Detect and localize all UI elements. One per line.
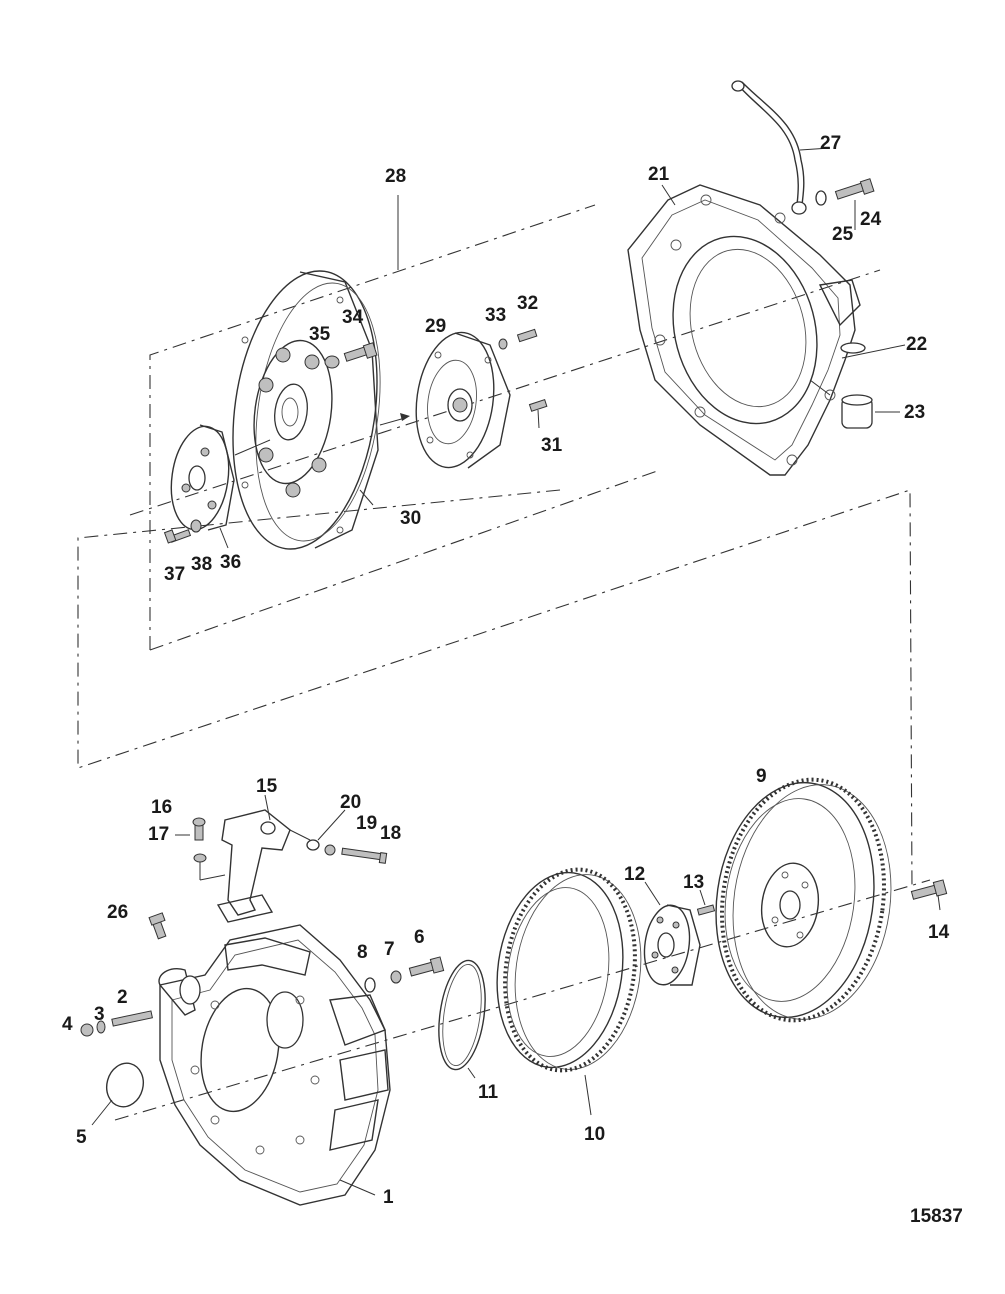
callout-22: 22	[906, 334, 927, 355]
callout-8: 8	[357, 942, 368, 963]
callout-28: 28	[385, 166, 406, 187]
callout-7: 7	[384, 939, 395, 960]
washer-33	[498, 338, 508, 350]
callout-34: 34	[342, 307, 364, 328]
callout-35: 35	[309, 324, 331, 345]
bolt-32	[516, 328, 538, 343]
callout-37: 37	[164, 564, 185, 585]
callout-3: 3	[94, 1004, 105, 1025]
callout-10: 10	[584, 1124, 605, 1145]
seal-5	[106, 1062, 144, 1108]
bolt-34	[343, 342, 378, 362]
callout-20: 20	[340, 792, 361, 813]
callout-13: 13	[683, 872, 704, 893]
callout-12: 12	[624, 864, 645, 885]
callout-6: 6	[414, 927, 425, 948]
o-ring-11	[438, 959, 486, 1071]
bolt-26	[148, 912, 167, 940]
callout-19: 19	[356, 813, 377, 834]
washer-19	[324, 844, 336, 856]
callout-30: 30	[400, 508, 421, 529]
bolt-6	[408, 956, 445, 977]
clip-22	[840, 342, 866, 354]
loop-line	[77, 489, 913, 891]
leader-lines	[91, 147, 941, 1196]
callout-labels: 1 2 3 4 5 6 7 8 9 10 11 12 13 14 15 16 1…	[62, 133, 950, 1208]
bolt-16	[192, 817, 206, 841]
adapter-29	[415, 331, 511, 469]
callout-25: 25	[832, 224, 854, 245]
washer-25	[815, 190, 827, 206]
callout-15: 15	[256, 776, 278, 797]
bolt-37	[163, 529, 192, 544]
callout-38: 38	[191, 554, 212, 575]
ring-gear-10	[496, 867, 642, 1073]
washer-38	[190, 519, 202, 533]
callout-32: 32	[517, 293, 538, 314]
bell-housing-21	[627, 184, 861, 476]
callout-17: 17	[148, 824, 169, 845]
callout-23: 23	[904, 402, 925, 423]
callout-31: 31	[541, 435, 563, 456]
washer-8	[364, 977, 376, 993]
ground-cable-27	[731, 80, 807, 215]
arrow-to-29	[379, 417, 406, 426]
dowel-13	[696, 904, 716, 916]
callout-24: 24	[860, 209, 882, 230]
assembly-28-boundary	[149, 195, 661, 651]
callout-11: 11	[478, 1082, 499, 1103]
callout-16: 16	[151, 797, 172, 818]
axis-lines	[114, 269, 931, 1121]
damper-plate-30	[232, 270, 410, 550]
callout-4: 4	[62, 1014, 73, 1035]
callout-9: 9	[756, 766, 767, 787]
callout-21: 21	[648, 164, 670, 185]
bolt-24	[834, 178, 875, 200]
mount-bracket-15	[216, 809, 291, 923]
spacer-12	[643, 904, 701, 986]
figure-number: 15837	[910, 1206, 963, 1227]
bolt-31	[528, 399, 548, 412]
washer-3	[96, 1020, 106, 1034]
stud-2	[111, 1010, 153, 1027]
callout-5: 5	[76, 1127, 87, 1148]
lower-axis-line	[114, 879, 931, 1121]
hub-36	[170, 424, 271, 531]
nut-35	[324, 355, 340, 369]
boundary-bottom	[149, 469, 661, 651]
washer-7	[390, 970, 402, 984]
washer-20	[306, 839, 320, 851]
boundary-top	[149, 204, 596, 650]
washer-17	[193, 853, 207, 863]
bushing-23	[841, 394, 873, 429]
callout-33: 33	[485, 305, 506, 326]
alignment-loop	[77, 489, 913, 891]
bolt-18	[341, 847, 388, 864]
flywheel-housing-1	[158, 924, 391, 1206]
callout-2: 2	[117, 987, 128, 1008]
callout-29: 29	[425, 316, 446, 337]
callout-14: 14	[928, 922, 950, 943]
callout-36: 36	[220, 552, 241, 573]
callout-27: 27	[820, 133, 841, 154]
callout-26: 26	[107, 902, 128, 923]
flywheel-9	[715, 777, 892, 1023]
nut-4	[80, 1023, 94, 1037]
bolt-14	[910, 879, 948, 900]
callout-18: 18	[380, 823, 401, 844]
callout-1: 1	[383, 1187, 394, 1208]
